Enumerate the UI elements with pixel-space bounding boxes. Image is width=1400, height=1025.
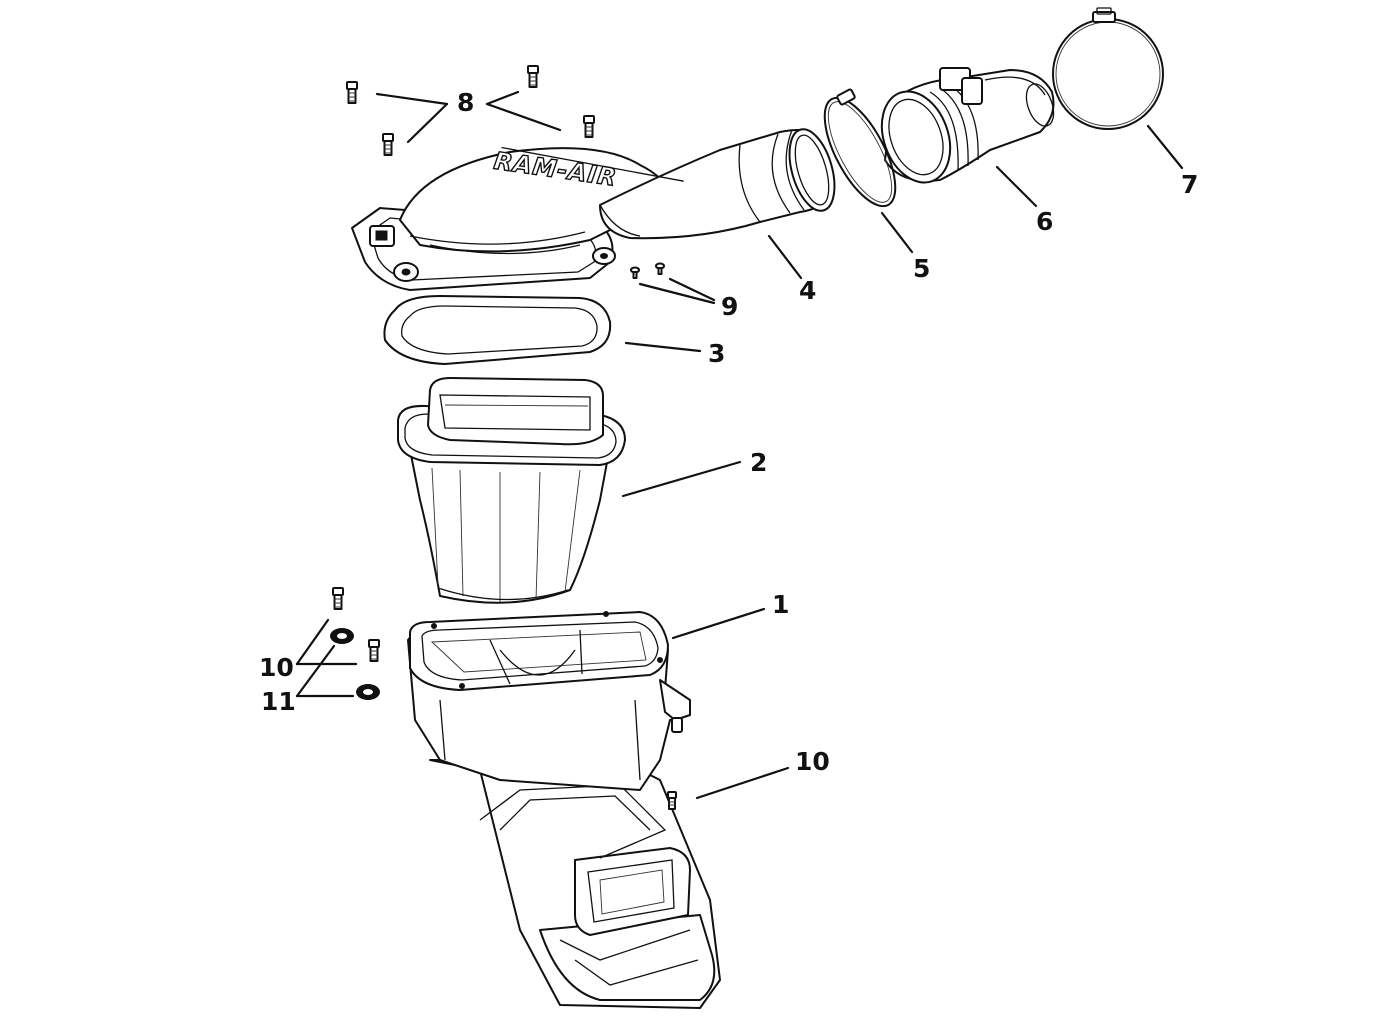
callout-7: 7 [1181, 170, 1198, 199]
part-10-bolts [332, 587, 677, 810]
part-11-washers [330, 628, 380, 700]
part-7-hose-clamp [1052, 7, 1164, 130]
part-2-air-filter [397, 377, 626, 604]
part-3-gasket [383, 295, 612, 365]
callout-2: 2 [750, 448, 767, 477]
part-5-hose-clamp [823, 88, 897, 208]
part-4-ram-air-tube: RAM-AIR [351, 128, 836, 291]
callout-10-upper: 10 [259, 653, 294, 682]
callout-11: 11 [261, 687, 296, 716]
callout-3: 3 [708, 339, 725, 368]
part-8-bolts [346, 65, 595, 156]
callout-4: 4 [799, 276, 816, 305]
callout-10-lower: 10 [795, 747, 830, 776]
part-6-maf-coupler [880, 67, 1055, 184]
part-1-air-box [407, 611, 721, 1009]
callout-6: 6 [1036, 207, 1053, 236]
callout-5: 5 [913, 254, 930, 283]
part-9-screws [630, 262, 665, 279]
callout-1: 1 [772, 590, 789, 619]
callout-8: 8 [457, 88, 474, 117]
leader-lines [295, 90, 1184, 800]
callout-labels: 1 2 3 4 5 6 7 8 9 10 10 11 [259, 88, 1198, 776]
callout-9: 9 [721, 292, 738, 321]
